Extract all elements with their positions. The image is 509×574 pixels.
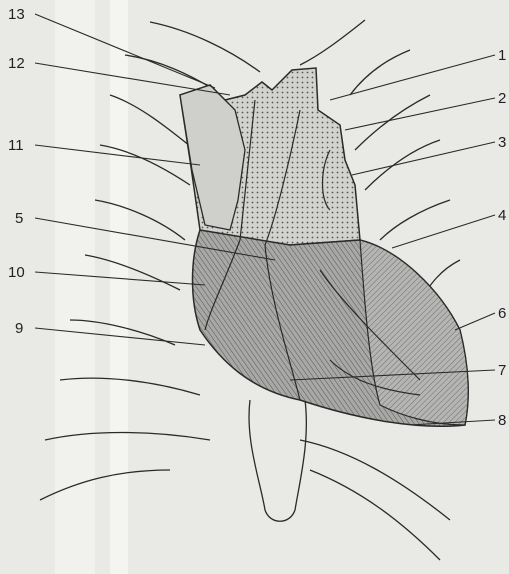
label-10: 10 <box>8 264 25 281</box>
paper-band <box>110 0 128 574</box>
label-3: 3 <box>498 134 506 151</box>
label-8: 8 <box>498 412 506 429</box>
label-9: 9 <box>15 320 23 337</box>
label-5: 5 <box>15 210 23 227</box>
label-6: 6 <box>498 305 506 322</box>
label-2: 2 <box>498 90 506 107</box>
label-7: 7 <box>498 362 506 379</box>
label-4: 4 <box>498 207 506 224</box>
label-11: 11 <box>8 137 24 154</box>
label-13: 13 <box>8 6 25 23</box>
label-1: 1 <box>498 47 506 64</box>
label-12: 12 <box>8 55 25 72</box>
paper-band <box>55 0 95 574</box>
